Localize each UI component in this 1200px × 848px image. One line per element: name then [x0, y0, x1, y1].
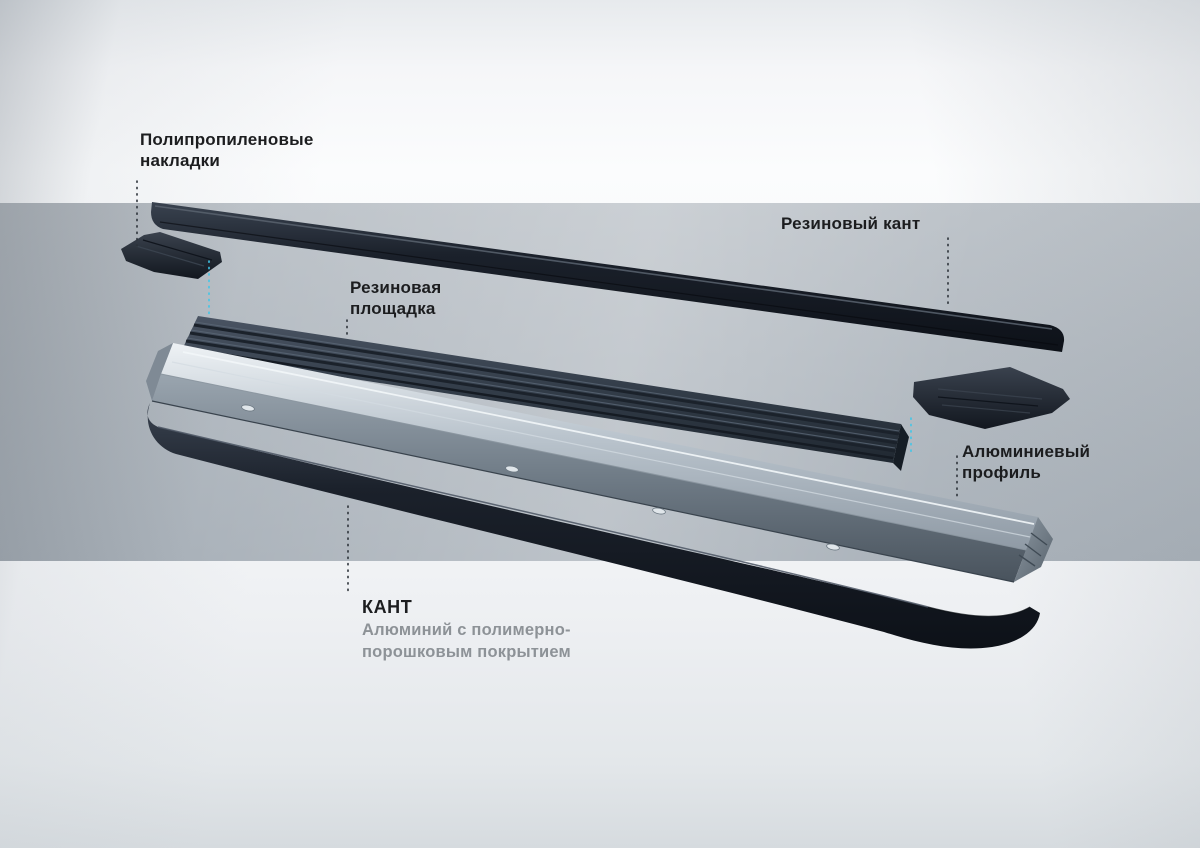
aluminum-profile-highlight-2 — [171, 361, 1031, 538]
pp-pad-left-groove — [142, 239, 213, 261]
rubber-platform-rib-1-light — [194, 321, 900, 432]
pp-pad-right-ridge-2 — [941, 404, 1031, 414]
screw-hole — [241, 404, 255, 412]
label-rubber-platform-line2: площадка — [350, 299, 436, 318]
label-aluminum-profile-line1: Алюминиевый — [962, 442, 1091, 461]
rubber-platform-body — [181, 316, 901, 463]
aluminum-profile-bottom-edge — [151, 400, 1015, 583]
pp-pad-right-groove — [937, 396, 1039, 407]
aluminum-profile-end-fin-2 — [1024, 543, 1042, 557]
rubber-platform-rib-3-light — [186, 337, 896, 449]
pp-pad-left-ridge — [135, 245, 205, 267]
kant-bar-end-shadow — [927, 606, 1031, 617]
rubber-platform-part — [181, 316, 909, 471]
aluminum-profile-end-fin-3 — [1018, 554, 1036, 567]
aluminum-profile-end-fin-1 — [1030, 532, 1048, 546]
rubber-edge-strip-shadow-line — [159, 221, 1059, 346]
callout-lines — [136, 180, 958, 592]
label-kant: КАНТ Алюминий с полимерно- порошковым по… — [362, 596, 571, 663]
aluminum-profile-part — [146, 343, 1053, 583]
label-rubber-edge-text: Резиновый кант — [781, 214, 921, 233]
label-rubber-platform-line1: Резиновая — [350, 278, 442, 297]
rubber-edge-strip-highlight — [154, 205, 1053, 330]
aluminum-profile-left-end — [146, 343, 173, 401]
rubber-platform-end-face — [893, 424, 909, 471]
label-rubber-platform: Резиновая площадка — [350, 277, 441, 319]
pp-pad-left-part — [121, 232, 222, 279]
kant-bar-top-highlight — [157, 426, 929, 608]
aluminum-profile-edge-line — [160, 373, 1027, 551]
label-pp-pads: Полипропиленовые накладки — [140, 129, 314, 171]
label-kant-subtitle-line1: Алюминий с полимерно- — [362, 621, 571, 639]
label-kant-subtitle-line2: порошковым покрытием — [362, 643, 571, 661]
pp-pad-right-body — [913, 367, 1070, 429]
rubber-platform-rib-2-light — [190, 329, 898, 441]
screw-hole — [505, 465, 519, 473]
pp-pad-right-part — [913, 367, 1070, 429]
rubber-platform-rib-1 — [193, 323, 900, 436]
kant-bar-body — [147, 403, 1041, 649]
label-aluminum-profile-line2: профиль — [962, 463, 1042, 482]
label-pp-pads-line1: Полипропиленовые — [140, 130, 314, 149]
screw-hole — [826, 543, 840, 551]
label-pp-pads-line2: накладки — [140, 151, 221, 170]
screw-hole — [652, 507, 666, 515]
label-kant-title: КАНТ — [362, 597, 413, 617]
label-aluminum-profile: Алюминиевый профиль — [962, 441, 1090, 483]
kant-bar-part — [147, 403, 1041, 649]
pp-pad-left-body — [121, 232, 222, 279]
aluminum-profile-front-face — [152, 374, 1026, 582]
rubber-platform-rib-3 — [185, 339, 896, 453]
pp-pad-right-ridge-1 — [937, 388, 1043, 400]
label-rubber-edge: Резиновый кант — [781, 213, 920, 234]
rubber-edge-strip-part — [151, 202, 1065, 352]
aluminum-profile-highlight-1 — [182, 351, 1035, 525]
rubber-platform-rib-4 — [182, 346, 894, 460]
rubber-platform-rib-2 — [189, 331, 898, 445]
aluminum-profile-top-face — [161, 343, 1038, 550]
